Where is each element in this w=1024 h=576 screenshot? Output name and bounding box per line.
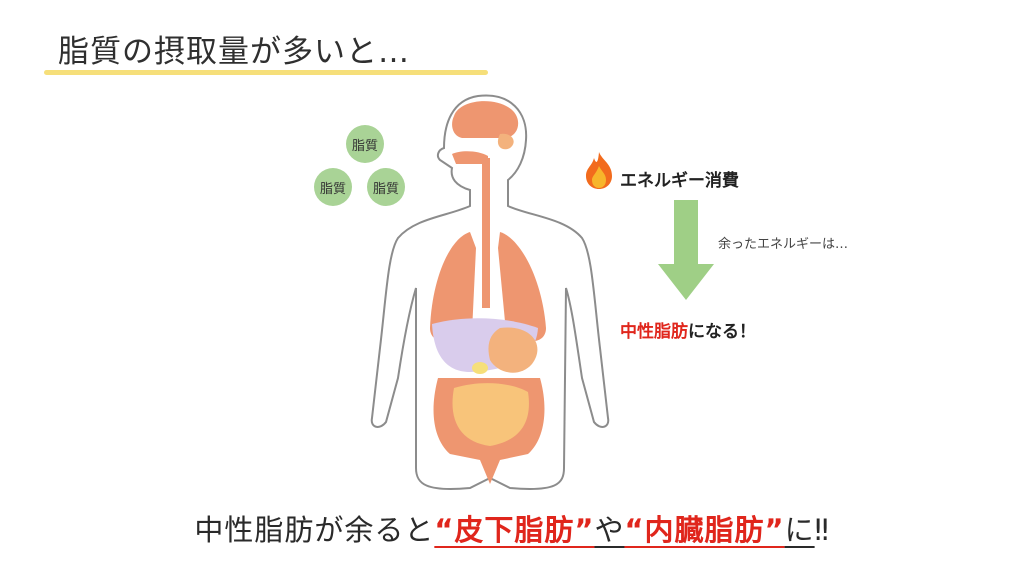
title-underline: [44, 70, 488, 75]
leftover-energy-text: 余ったエネルギーは…: [718, 237, 849, 252]
human-body-illustration: [370, 94, 610, 490]
bottom-middle: や: [594, 513, 625, 547]
subcutaneous-fat-highlight: “皮下脂肪”: [434, 513, 595, 547]
result-rest: になる！: [688, 322, 756, 342]
small-intestine: [452, 383, 529, 446]
bottom-part2: に: [784, 513, 815, 547]
energy-consumption-label: エネルギー消費: [620, 171, 739, 191]
bottom-ending: ‼: [814, 513, 830, 547]
left-lung: [430, 232, 476, 342]
visceral-fat-highlight: “内臓脂肪”: [624, 513, 785, 547]
stomach: [488, 327, 538, 373]
fat-bubble-top: 脂質: [346, 125, 384, 163]
result-text: 中性脂肪になる！: [620, 317, 756, 342]
brain: [452, 101, 519, 138]
right-lung: [498, 232, 546, 342]
down-arrow-icon: [658, 200, 714, 300]
page-title: 脂質の摂取量が多いと…: [58, 34, 410, 70]
result-highlight: 中性脂肪: [620, 322, 688, 342]
bottom-conclusion: 中性脂肪が余ると“皮下脂肪”や“内臓脂肪”に‼: [0, 507, 1024, 549]
cerebellum: [497, 133, 514, 150]
esophagus: [482, 158, 490, 308]
fire-icon: [586, 152, 612, 189]
fat-bubble-left: 脂質: [314, 168, 352, 206]
bottom-part1: 中性脂肪が余ると: [194, 513, 435, 547]
fat-bubble-right: 脂質: [367, 168, 405, 206]
mouth-cavity: [452, 151, 488, 164]
pancreas: [472, 362, 488, 374]
